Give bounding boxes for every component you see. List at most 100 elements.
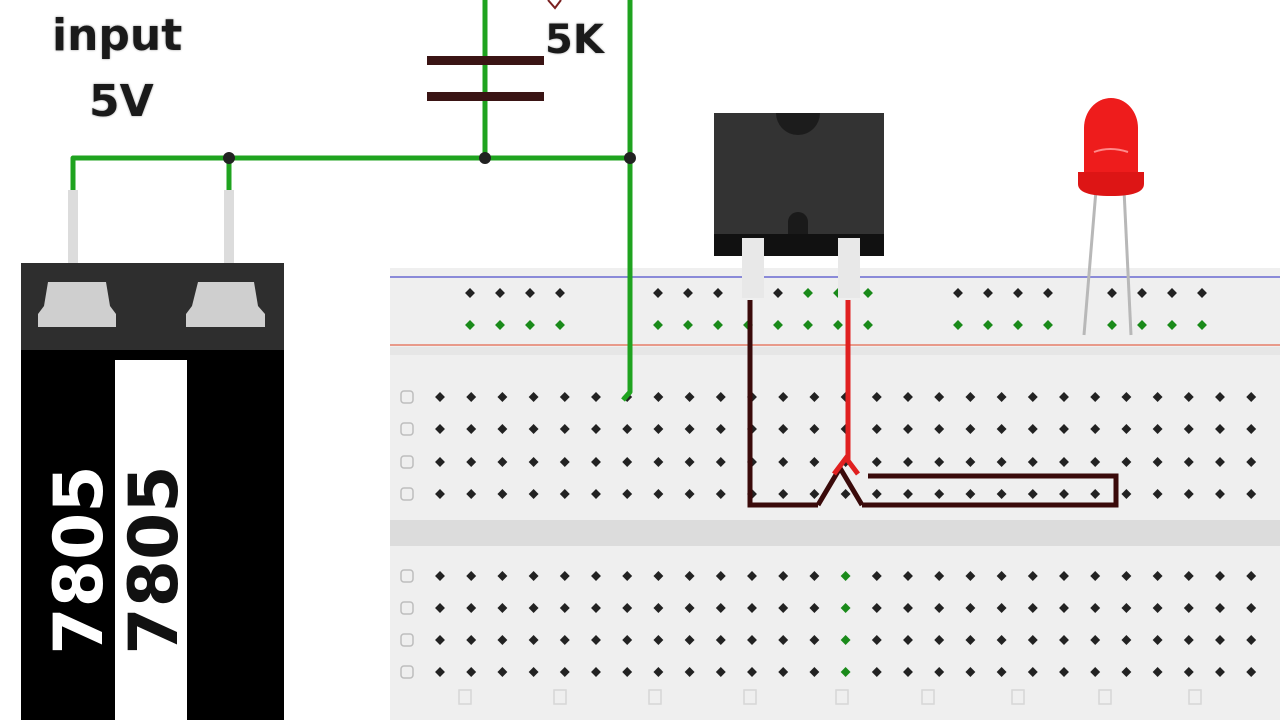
breadboard-hole: [435, 603, 445, 613]
transistor-notch: [776, 113, 820, 135]
breadboard-hole: [1027, 603, 1038, 613]
breadboard-hole: [653, 667, 664, 677]
breadboard-hole: [559, 571, 570, 581]
breadboard-hole: [1090, 489, 1101, 499]
breadboard-hole: [435, 424, 445, 434]
breadboard-hole: [528, 392, 539, 402]
breadboard-hole: [495, 288, 505, 298]
breadboard-hole: [497, 603, 508, 613]
led: [1078, 98, 1144, 336]
breadboard-hole: [778, 571, 789, 581]
resistor-lead-fragment: [547, 0, 562, 10]
breadboard-hole: [684, 424, 695, 434]
breadboard-hole: [1090, 603, 1101, 613]
breadboard-hole: [435, 457, 445, 467]
breadboard-hole: [435, 667, 445, 677]
breadboard-hole: [996, 392, 1007, 402]
breadboard-hole: [1152, 603, 1163, 613]
breadboard-hole: [840, 571, 851, 581]
row-marker: [400, 601, 414, 615]
jumper-wire-dark-right: [862, 473, 1119, 508]
breadboard-hole: [1121, 489, 1132, 499]
breadboard-hole: [528, 635, 539, 645]
breadboard-hole: [747, 635, 757, 645]
column-marker: [1011, 689, 1025, 705]
breadboard-hole: [715, 571, 726, 581]
breadboard-hole: [778, 392, 789, 402]
breadboard-hole: [1215, 424, 1225, 434]
breadboard-hole: [965, 571, 976, 581]
breadboard-hole: [528, 667, 539, 677]
breadboard-hole: [840, 667, 851, 677]
breadboard-hole: [773, 320, 783, 330]
breadboard-hole: [1059, 571, 1069, 581]
breadboard-hole: [684, 571, 695, 581]
breadboard-hole: [653, 603, 664, 613]
breadboard-hole: [1090, 667, 1101, 677]
breadboard-hole: [871, 603, 882, 613]
regulator-lead: [224, 190, 234, 270]
breadboard-hole: [497, 392, 508, 402]
center-channel: [390, 520, 1280, 546]
breadboard-hole: [715, 424, 726, 434]
breadboard-hole: [465, 320, 475, 330]
breadboard-hole: [466, 489, 477, 499]
label-voltage: 5V: [89, 76, 154, 127]
breadboard-hole: [1121, 457, 1132, 467]
breadboard-hole: [1246, 424, 1257, 434]
row-marker: [400, 569, 414, 583]
led-leg: [1082, 189, 1098, 336]
led-dome: [1084, 98, 1138, 176]
breadboard-hole: [809, 424, 820, 434]
breadboard-hole: [715, 392, 726, 402]
breadboard-hole: [1152, 489, 1163, 499]
breadboard-hole: [996, 424, 1007, 434]
breadboard-hole: [1215, 457, 1225, 467]
breadboard-row-markers: [400, 390, 1202, 705]
breadboard-hole: [1121, 424, 1132, 434]
breadboard-hole: [1027, 635, 1038, 645]
breadboard-hole: [863, 288, 873, 298]
breadboard-hole: [903, 392, 913, 402]
breadboard-hole: [983, 320, 993, 330]
breadboard-hole: [1059, 392, 1069, 402]
breadboard-hole: [934, 489, 945, 499]
breadboard-hole: [934, 424, 945, 434]
breadboard-hole: [840, 489, 851, 499]
breadboard-hole: [622, 489, 633, 499]
breadboard-hole: [1137, 320, 1147, 330]
regulator-button: [186, 282, 265, 327]
breadboard-hole: [622, 457, 633, 467]
breadboard-hole: [466, 424, 477, 434]
column-marker: [1188, 689, 1202, 705]
breadboard-hole: [622, 571, 633, 581]
breadboard-hole: [653, 320, 663, 330]
breadboard-hole: [747, 571, 757, 581]
breadboard-hole: [1121, 603, 1132, 613]
breadboard-hole: [497, 424, 508, 434]
breadboard-hole: [465, 288, 475, 298]
breadboard-hole: [871, 571, 882, 581]
breadboard-hole: [466, 571, 477, 581]
regulator-label: 7805: [40, 465, 119, 655]
breadboard-hole: [809, 489, 820, 499]
breadboard-hole: [1090, 392, 1101, 402]
breadboard-hole: [996, 571, 1007, 581]
breadboard-hole: [1197, 320, 1207, 330]
breadboard-hole: [653, 424, 664, 434]
breadboard-hole: [528, 603, 539, 613]
capacitor-plate-top: [427, 56, 544, 65]
breadboard-hole: [983, 288, 993, 298]
breadboard-hole: [1107, 288, 1117, 298]
breadboard-hole: [591, 392, 601, 402]
breadboard-hole: [684, 667, 695, 677]
led-leg: [1122, 189, 1133, 336]
breadboard-hole: [1246, 489, 1257, 499]
breadboard-hole: [1246, 603, 1257, 613]
breadboard-hole: [559, 635, 570, 645]
transistor-pin: [838, 238, 860, 298]
breadboard-hole: [525, 320, 535, 330]
breadboard-hole: [903, 571, 913, 581]
regulator-label: 7805: [115, 465, 194, 655]
breadboard-hole: [528, 571, 539, 581]
